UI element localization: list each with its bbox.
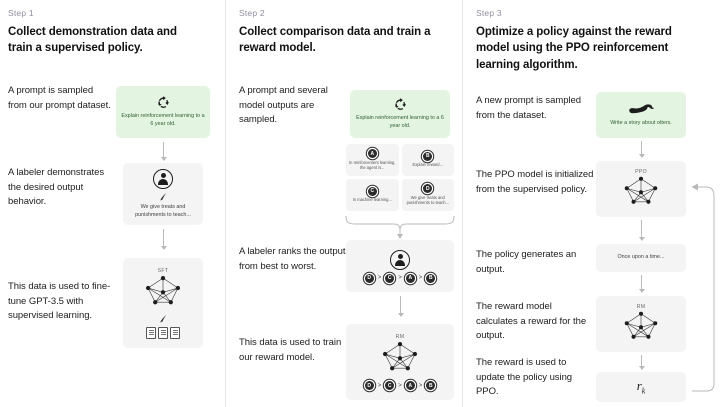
step-3-ppo-box: PPO <box>596 161 686 217</box>
arrow-ppo-to-output <box>638 220 645 241</box>
reward-symbol-subscript: k <box>641 386 646 396</box>
pen-icon <box>158 191 168 202</box>
arrow-prompt-to-labeler <box>160 142 167 161</box>
rank-2-badge: C <box>385 273 395 283</box>
neural-network-icon <box>620 176 662 210</box>
step-3-caption-1: A new prompt is sampled from the dataset… <box>476 95 581 121</box>
step-2-caption-1: A prompt and several model outputs are s… <box>239 85 328 126</box>
rank-1-badge: D <box>364 273 374 283</box>
recycle-icon <box>157 96 170 109</box>
step-1-caption-3: This data is used to fine-tune GPT-3.5 w… <box>8 281 111 322</box>
step-3-prompt-text: Write a story about otters. <box>610 119 672 126</box>
output-option-b[interactable]: B Explain reward... <box>401 144 454 176</box>
rank-3-badge: A <box>405 273 415 283</box>
neural-network-icon <box>378 341 422 377</box>
step-3-caption-4: The reward model calculates a reward for… <box>476 301 587 342</box>
feedback-loop-arrow <box>683 176 717 392</box>
step-2-title: Collect comparison data and train a rewa… <box>239 26 431 55</box>
step-1-label: Step 1 <box>8 8 34 18</box>
arrow-ranking-to-rm <box>397 296 404 317</box>
ranking-row: D > C > A > B <box>364 273 436 283</box>
pen-icon <box>158 313 168 324</box>
step-2-prompt-box: Explain reinforcement learning to a 6 ye… <box>350 90 450 138</box>
badge-b: B <box>423 151 433 161</box>
rm-rank-1-badge: D <box>364 381 374 390</box>
output-option-c[interactable]: C In machine learning... <box>346 179 399 211</box>
rank-sep-2: > <box>398 275 402 281</box>
ppo-label: PPO <box>635 168 647 175</box>
step-1-prompt-box: Explain reinforcement learning to a 6 ye… <box>116 86 210 138</box>
reward-symbol-base: r <box>636 378 642 394</box>
rm-label: RM <box>395 334 405 340</box>
person-icon <box>390 249 410 270</box>
step-1-prompt-text: Explain reinforcement learning to a 6 ye… <box>121 112 205 127</box>
rm-rank-2-badge: C <box>385 381 395 390</box>
step-3-reward-model-box: RM <box>596 296 686 352</box>
step-2-prompt-text: Explain reinforcement learning to a 6 ye… <box>356 114 444 129</box>
rm-rank-4-badge: B <box>426 381 436 390</box>
step-2-caption-2: A labeler ranks the outputs from best to… <box>239 246 351 272</box>
recycle-icon <box>394 98 407 111</box>
step-1-labeler-box: We give treats and punishments to teach.… <box>123 163 203 225</box>
step-3-title: Optimize a policy against the reward mod… <box>476 26 672 71</box>
step-1-sft-box: SFT <box>123 258 203 348</box>
step-3-output-box: Once upon a time... <box>596 244 686 272</box>
step-2-reward-model-box: RM D > C > <box>346 324 454 400</box>
step-3-caption-3: The policy generates an output. <box>476 249 577 275</box>
rank-sep-3: > <box>418 275 423 281</box>
neural-network-icon <box>620 311 662 345</box>
outputs-collector-brace <box>344 214 456 240</box>
ranking-row-rm: D > C > A > B <box>364 381 436 390</box>
neural-network-icon <box>141 275 185 311</box>
step-3-column: Step 3 Optimize a policy against the rew… <box>462 0 720 407</box>
rm-rank-sep-3: > <box>418 382 423 389</box>
person-icon <box>153 168 173 189</box>
rm-rank-sep-2: > <box>398 382 402 389</box>
step-3-caption-5: The reward is used to update the policy … <box>476 357 573 398</box>
output-option-a[interactable]: A In reinforcement learning, the agent i… <box>346 144 399 176</box>
output-option-d[interactable]: D We give treats and punishments to teac… <box>401 179 454 211</box>
step-3-label: Step 3 <box>476 8 502 18</box>
rank-4-badge: B <box>426 273 436 283</box>
rm-rank-3-badge: A <box>405 381 415 390</box>
arrow-output-to-rm <box>638 275 645 293</box>
step-3-reward-box: rk <box>596 372 686 402</box>
reward-symbol: rk <box>637 378 646 396</box>
output-b-text: Explain reward... <box>412 162 444 168</box>
badge-a: A <box>367 149 377 159</box>
step-2-label: Step 2 <box>239 8 265 18</box>
step-3-output-text: Once upon a time... <box>617 254 665 261</box>
output-a-text: In reinforcement learning, the agent is.… <box>349 159 396 171</box>
arrow-rm-to-reward <box>638 355 645 370</box>
rm-label-step3: RM <box>636 303 646 310</box>
rank-sep-1: > <box>377 275 382 281</box>
badge-c: C <box>367 186 377 196</box>
step-3-caption-2: The PPO model is initialized from the su… <box>476 169 594 195</box>
arrow-prompt-to-ppo <box>638 141 645 158</box>
step-1-caption-1: A prompt is sampled from our prompt data… <box>8 85 111 111</box>
output-d-text: We give treats and punishments to teach.… <box>406 194 449 206</box>
badge-d: D <box>423 184 433 194</box>
step-1-title: Collect demonstration data and train a s… <box>8 26 177 55</box>
step-3-prompt-box: Write a story about otters. <box>596 92 686 138</box>
arrow-labeler-to-sft <box>160 229 167 250</box>
step-2-column: Step 2 Collect comparison data and train… <box>225 0 462 407</box>
sft-label: SFT <box>157 267 169 274</box>
otter-icon <box>628 103 654 116</box>
output-c-text: In machine learning... <box>352 197 392 203</box>
step-2-ranking-box: D > C > A > B <box>346 240 454 292</box>
step-2-outputs-grid: A In reinforcement learning, the agent i… <box>346 144 454 211</box>
step-1-column: Step 1 Collect demonstration data and tr… <box>0 0 225 407</box>
step-1-caption-2: A labeler demonstrates the desired outpu… <box>8 167 105 208</box>
rm-rank-sep-1: > <box>377 382 382 389</box>
documents-icon <box>146 326 180 339</box>
step-2-caption-3: This data is used to train our reward mo… <box>239 337 342 363</box>
step-1-labeler-text: We give treats and punishments to teach.… <box>135 203 191 218</box>
